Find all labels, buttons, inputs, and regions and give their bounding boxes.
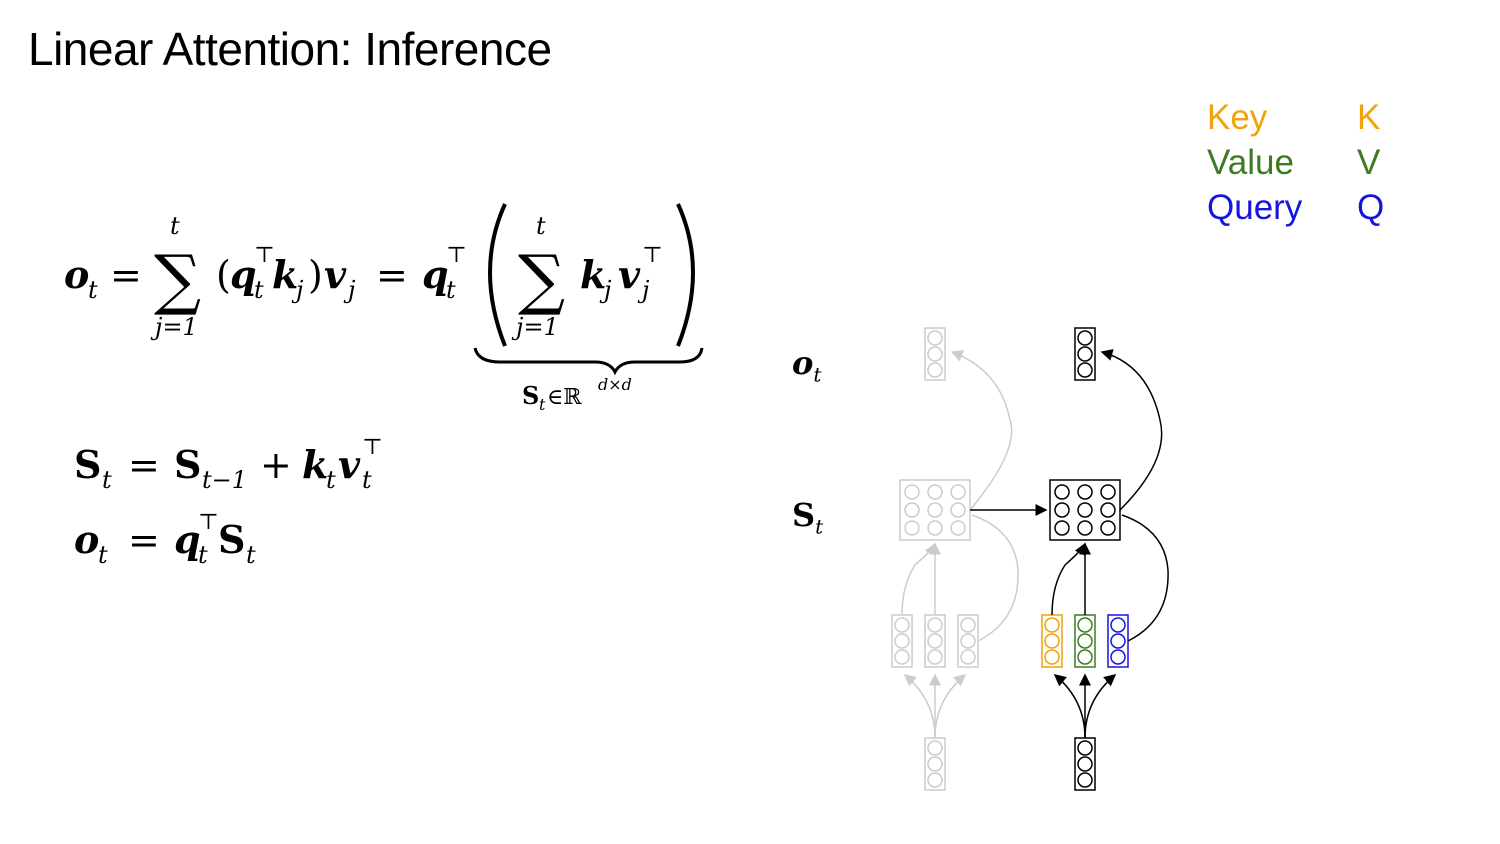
svg-text:=: = [110, 253, 142, 297]
svg-text:∑: ∑ [154, 241, 201, 318]
legend-value-name: Value [1207, 143, 1294, 182]
svg-text:∈ℝ: ∈ℝ [547, 385, 582, 410]
svg-text:o: o [64, 252, 89, 297]
svg-text:=: = [128, 443, 160, 487]
equation-state-update: S t = S t−1 + k t v t ⊤ [74, 435, 383, 494]
svg-text:t: t [246, 541, 256, 569]
svg-text:⊤: ⊤ [446, 243, 467, 268]
svg-text:t: t [326, 466, 336, 494]
svg-text:⊤: ⊤ [362, 435, 383, 460]
equation-output-sum: o t = t ∑ j=1 ( q t ⊤ k j ) v j = q t ⊤ … [64, 203, 704, 414]
svg-text:t: t [198, 541, 208, 569]
svg-text:∑: ∑ [518, 241, 565, 318]
svg-text:t: t [362, 466, 372, 494]
current-step-group [1041, 327, 1169, 791]
svg-text:q: q [174, 517, 201, 562]
svg-text:S: S [522, 381, 539, 410]
svg-text:t−1: t−1 [202, 466, 247, 494]
svg-text:q: q [230, 252, 257, 297]
previous-step-group [891, 327, 1019, 791]
svg-text:=: = [376, 253, 408, 297]
legend-key-name: Key [1207, 98, 1268, 137]
svg-text:k: k [302, 442, 328, 487]
svg-text:t: t [254, 276, 264, 304]
svg-text:k: k [580, 252, 606, 297]
svg-text:t: t [539, 395, 546, 414]
diagram-label-output: ot [792, 344, 822, 387]
legend-query-name: Query [1207, 188, 1303, 227]
svg-text:t: t [170, 212, 180, 240]
diagram-label-state: St [792, 496, 824, 539]
svg-text:t: t [102, 466, 112, 494]
svg-text:o: o [74, 517, 99, 562]
svg-text:+: + [260, 443, 292, 487]
state-matrix [1049, 479, 1121, 541]
svg-text:S: S [174, 442, 201, 487]
svg-text:⊤: ⊤ [254, 243, 275, 268]
svg-text:v: v [324, 252, 347, 297]
legend-value-symbol: V [1357, 143, 1381, 182]
equation-output-state: o t = q t ⊤ S t [74, 510, 256, 569]
svg-text:q: q [422, 252, 449, 297]
svg-text:⊤: ⊤ [642, 243, 663, 268]
recurrence-diagram [891, 327, 1169, 791]
legend-key-symbol: K [1357, 98, 1381, 137]
svg-text:⊤: ⊤ [198, 510, 219, 535]
svg-text:t: t [536, 212, 546, 240]
svg-text:(: ( [216, 253, 231, 297]
svg-text:v: v [338, 442, 361, 487]
legend-query-symbol: Q [1357, 188, 1385, 227]
svg-text:j=1: j=1 [511, 313, 559, 341]
prev-state-matrix [899, 479, 971, 541]
svg-text:k: k [272, 252, 298, 297]
svg-text:v: v [618, 252, 641, 297]
prev-output-vector [924, 327, 946, 381]
svg-text:d×d: d×d [598, 375, 632, 394]
svg-text:t: t [446, 276, 456, 304]
svg-text:S: S [74, 442, 101, 487]
svg-text:=: = [128, 518, 160, 562]
svg-text:t: t [88, 276, 98, 304]
svg-text:): ) [308, 253, 323, 297]
svg-text:t: t [98, 541, 108, 569]
output-vector [1074, 327, 1096, 381]
svg-text:S: S [218, 517, 245, 562]
slide-title: Linear Attention: Inference [28, 23, 552, 75]
svg-text:j=1: j=1 [150, 313, 198, 341]
